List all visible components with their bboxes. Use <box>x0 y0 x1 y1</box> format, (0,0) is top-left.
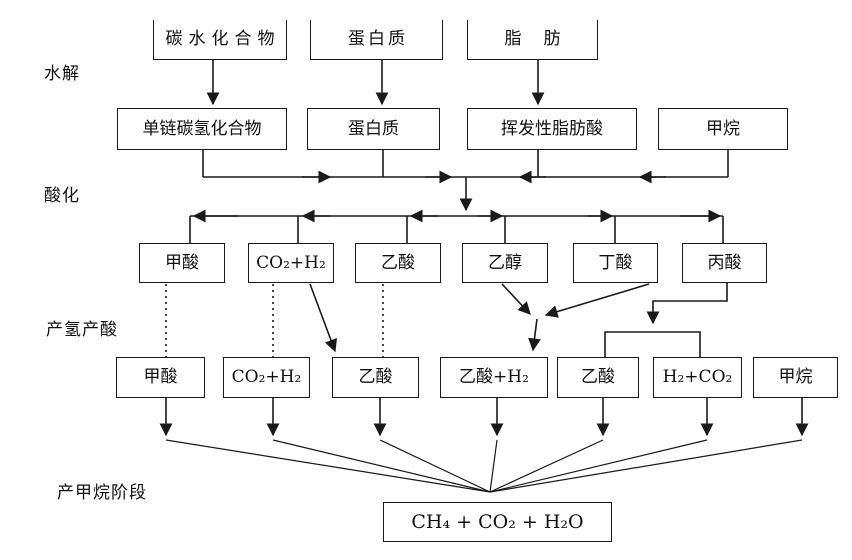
node-formic-acid-1: 甲酸 <box>139 243 225 283</box>
stage-label-acidogenesis: 产氢产酸 <box>46 320 118 340</box>
node-single-chain-hydrocarbons: 单链碳氢化合物 <box>117 108 287 150</box>
node-h2-co2: H₂+CO₂ <box>653 357 742 398</box>
node-methane-bottom: 甲烷 <box>753 357 838 398</box>
node-methane-mid: 甲烷 <box>658 108 788 150</box>
node-butyric-acid: 丁酸 <box>573 243 658 283</box>
node-final-products: CH₄ + CO₂ + H₂O <box>383 502 612 542</box>
hydrolysis-arrows <box>206 60 545 106</box>
node-protein-mid: 蛋白质 <box>307 108 440 150</box>
stage-label-hydrolysis: 水解 <box>44 64 80 84</box>
spread-line <box>189 209 724 243</box>
node-acetic-acid-2: 乙酸 <box>332 357 419 398</box>
node-co2-h2-1: CO₂+H₂ <box>248 243 334 283</box>
node-formic-acid-2: 甲酸 <box>116 357 205 398</box>
node-acetic-acid-1: 乙酸 <box>355 243 441 283</box>
node-carbohydrates: 碳水化合物 <box>153 20 287 60</box>
node-acetic-acid-h2: 乙酸+H₂ <box>440 357 548 398</box>
node-volatile-fatty-acids: 挥发性脂肪酸 <box>467 108 637 150</box>
node-co2-h2-2: CO₂+H₂ <box>223 357 310 398</box>
gather-line <box>202 150 729 212</box>
node-acetic-acid-3: 乙酸 <box>557 357 639 398</box>
node-fat: 脂肪 <box>467 20 598 60</box>
node-protein-top: 蛋白质 <box>310 20 443 60</box>
stage-label-methanogenesis: 产甲烷阶段 <box>57 483 147 503</box>
node-propionic-acid: 丙酸 <box>682 243 767 283</box>
stage-label-acidification: 酸化 <box>44 186 80 206</box>
methanogenesis-arrows <box>159 398 809 493</box>
node-ethanol: 乙醇 <box>462 243 548 283</box>
